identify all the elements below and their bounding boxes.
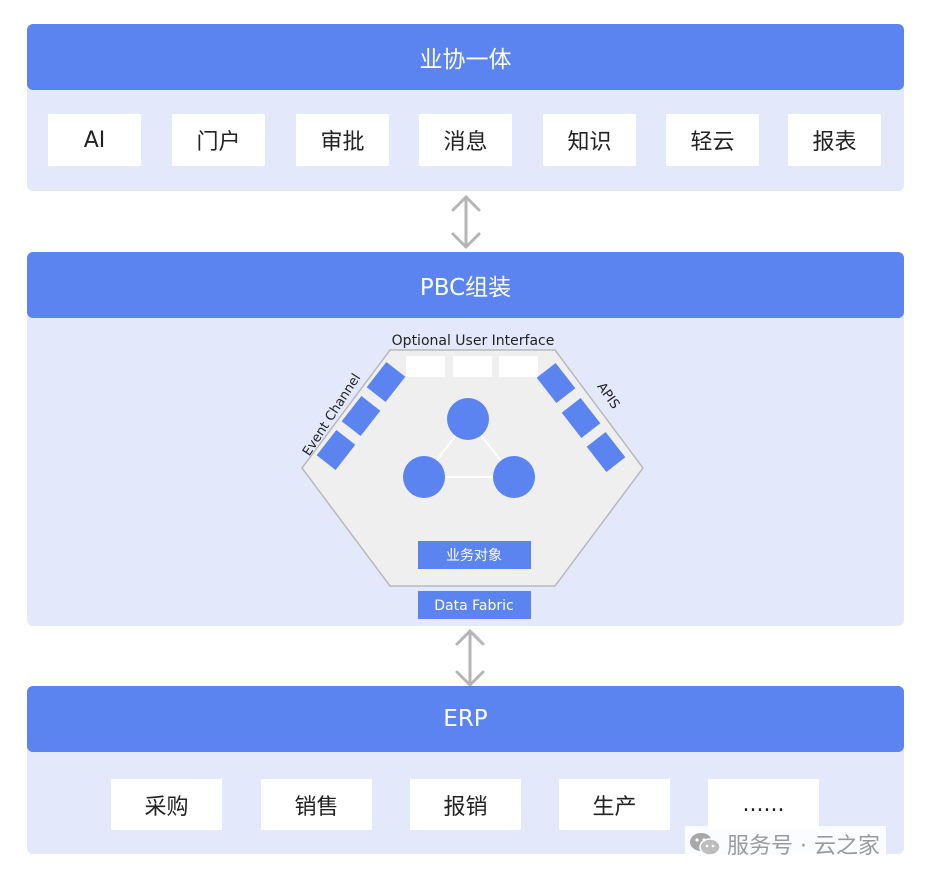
top-item-message[interactable]: 消息 (419, 114, 512, 166)
ui-slot (453, 356, 492, 377)
api-block (536, 363, 576, 403)
data-fabric-box (418, 591, 531, 619)
top-item-knowledge[interactable]: 知识 (543, 114, 636, 166)
data-fabric-label: Data Fabric (434, 598, 513, 614)
api-blocks (536, 363, 626, 472)
api-block (561, 398, 601, 438)
component-circle (403, 456, 445, 498)
top-band-title: 业协一体 (27, 24, 904, 90)
business-object-label: 业务对象 (446, 548, 502, 564)
top-item-ai[interactable]: AI (48, 114, 141, 166)
bottom-item-production[interactable]: 生产 (559, 779, 670, 830)
middle-band-title: PBC组装 (27, 252, 904, 318)
event-channel-block (366, 362, 406, 402)
bottom-item-sales[interactable]: 销售 (261, 779, 372, 830)
watermark-text: 服务号 · 云之家 (727, 834, 880, 859)
bottom-item-purchase[interactable]: 采购 (111, 779, 222, 830)
optional-ui-label: Optional User Interface (392, 333, 555, 349)
top-item-portal[interactable]: 门户 (172, 114, 265, 166)
pbc-hexagon (301, 349, 644, 587)
component-circle (493, 456, 535, 498)
top-item-report[interactable]: 报表 (788, 114, 881, 166)
bottom-item-reimbursement[interactable]: 报销 (410, 779, 521, 830)
bottom-item-more[interactable]: ...... (708, 779, 819, 830)
top-item-approval[interactable]: 审批 (296, 114, 389, 166)
top-item-light-cloud[interactable]: 轻云 (666, 114, 759, 166)
event-channel-blocks (316, 362, 406, 470)
event-channel-block (316, 430, 356, 470)
business-object-box (418, 541, 531, 569)
event-channel-block (341, 396, 381, 436)
double-arrow-icon (451, 195, 481, 249)
bottom-band-title: ERP (27, 686, 904, 752)
component-circle (447, 398, 489, 440)
wechat-icon (690, 833, 721, 856)
watermark: 服务号 · 云之家 (685, 826, 886, 862)
ui-slot (406, 356, 445, 377)
double-arrow-icon (455, 629, 485, 687)
api-block (586, 432, 626, 472)
ui-slot (499, 356, 538, 377)
